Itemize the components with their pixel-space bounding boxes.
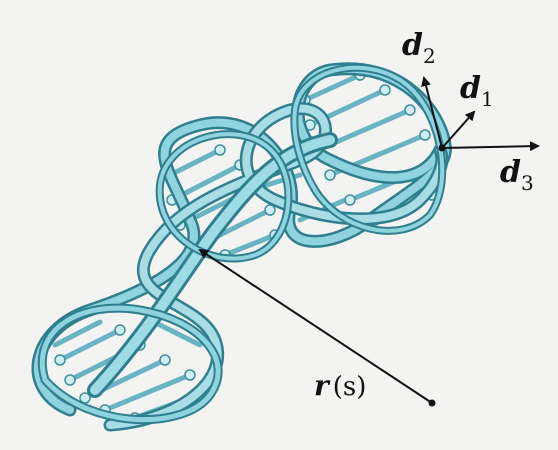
d3-arrow [442, 146, 538, 148]
d2-label: d2 [402, 28, 436, 68]
r-origin-point [429, 400, 436, 407]
r-label: r(s) [314, 369, 366, 402]
nucleotide-bead [65, 375, 75, 385]
nucleotide-bead [420, 130, 430, 140]
d1-label: d1 [460, 71, 494, 111]
d3-label: d3 [500, 155, 534, 195]
nucleotide-bead [215, 145, 225, 155]
nucleotide-bead [405, 105, 415, 115]
nucleotide-bead [380, 85, 390, 95]
nucleotide-bead [160, 355, 170, 365]
nucleotide-bead [55, 355, 65, 365]
nucleotide-bead [185, 370, 195, 380]
frame-origin-point [439, 145, 446, 152]
nucleotide-bead [325, 170, 335, 180]
nucleotide-bead [265, 205, 275, 215]
nucleotide-bead [345, 195, 355, 205]
base-pair-rung [60, 330, 120, 360]
nucleotide-bead [115, 325, 125, 335]
